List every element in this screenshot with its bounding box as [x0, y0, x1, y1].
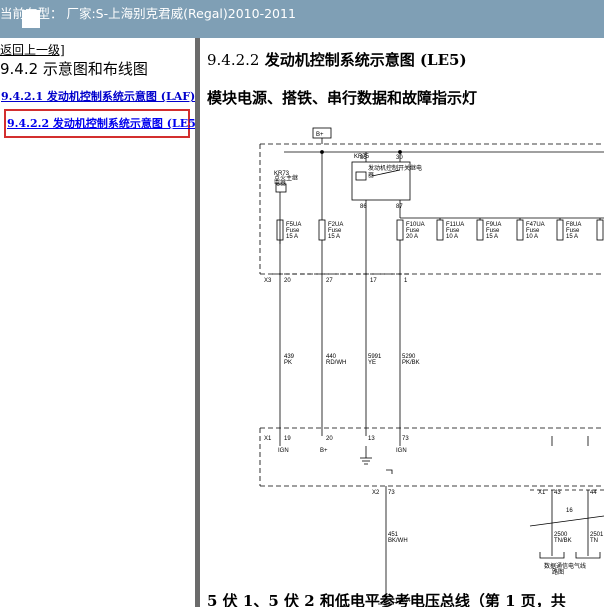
fuse-type: Fuse	[566, 228, 580, 234]
wiring-diagram: B+ KR75 发动机控制开关继电 器 85 30 86 87 KR73 点火主…	[259, 127, 604, 606]
x1-pin: 19	[284, 436, 291, 442]
section-title: 9.4.2 示意图和布线图	[0, 60, 148, 78]
battery-label: B+	[316, 132, 324, 138]
wire-circuit: 439	[284, 354, 295, 360]
fuse-type: Fuse	[286, 228, 300, 234]
wire-circuit: 5991	[368, 354, 382, 360]
fuse-amp: 15 A	[328, 234, 340, 240]
x1-connector-label: X1	[264, 436, 272, 442]
x1-pin: 20	[326, 436, 333, 442]
x2-pin: 73	[388, 490, 395, 496]
nav-link-laf[interactable]: 9.4.2.1 发动机控制系统示意图 (LAF)	[1, 90, 195, 103]
navigation-pane: 返回上一级] 9.4.2 示意图和布线图 9.4.2.1 发动机控制系统示意图 …	[0, 38, 195, 607]
back-link[interactable]: 返回上一级]	[0, 43, 65, 57]
diagram-subtitle: 模块电源、搭铁、串行数据和故障指示灯	[207, 89, 478, 107]
fuse-type: Fuse	[446, 228, 460, 234]
fuse-amp: 20 A	[406, 234, 418, 240]
app-icon	[22, 10, 40, 28]
fuse-name: F11UA	[446, 222, 464, 228]
wire-color: PK/BK	[402, 360, 420, 366]
fuse-type: Fuse	[406, 228, 420, 234]
wire-color: PK	[284, 360, 292, 366]
relay-desc-2: 器	[368, 172, 374, 179]
wire-circuit: 5290	[402, 354, 416, 360]
x1-pin: 73	[402, 436, 409, 442]
fuse-name: F9UA	[486, 222, 501, 228]
fuse-name: F8UA	[566, 222, 581, 228]
fuse-amp: 10 A	[446, 234, 458, 240]
wire-circuit: 440	[326, 354, 337, 360]
fuse-name: F10UA	[406, 222, 425, 228]
relay-pin-86: 86	[360, 204, 367, 210]
fuse-name: F47UA	[526, 222, 545, 228]
ignition-relay-id: KR73	[274, 171, 290, 177]
right-pin: 44	[590, 490, 597, 496]
right-x1-label: X1	[538, 490, 546, 496]
x1-pin-name: IGN	[396, 448, 407, 454]
x3-pin: 20	[284, 278, 291, 284]
bus-wire-circuit: 2500	[554, 532, 568, 538]
right-pin: 43	[554, 490, 561, 496]
relay-id: KR75	[354, 154, 370, 160]
wire-color: RD/WH	[326, 360, 346, 366]
x1-pin-name: IGN	[278, 448, 289, 454]
selected-item-highlight	[4, 109, 190, 138]
ground-wire-circuit: 451	[388, 532, 399, 538]
fuse-type: Fuse	[486, 228, 500, 234]
relay-pin-87: 87	[396, 204, 403, 210]
x3-pin: 1	[404, 278, 408, 284]
x2-connector-label: X2	[372, 490, 380, 496]
ground-label: G104	[396, 598, 411, 604]
fuse-amp: 15 A	[566, 234, 578, 240]
diagram-labels: B+ KR75 发动机控制开关继电 器 85 30 86 87 KR73 点火主…	[264, 132, 604, 604]
window-title-bar: 当前车型： 厂家:S-上海别克君威(Regal)2010-2011	[0, 0, 604, 38]
x1-pin-name: B+	[320, 448, 328, 454]
wire-color: YE	[368, 360, 376, 366]
ignition-relay-desc-1: 点火主继	[274, 174, 298, 182]
relay-pin-30: 30	[396, 155, 403, 161]
footer-caption: 5 伏 1、5 伏 2 和低电平参考电压总线（第 1 页，共	[207, 592, 566, 607]
page-title-text: 发动机控制系统示意图 (LE5)	[264, 51, 467, 69]
fuse-amp: 15 A	[486, 234, 498, 240]
bus-wire-color: TN	[590, 538, 598, 544]
nav-link-le5[interactable]: 9.4.2.2 发动机控制系统示意图 (LE5)	[7, 117, 195, 130]
data-note-1: 数据通信电气线	[544, 562, 586, 570]
bus-wire-circuit: 2501	[590, 532, 604, 538]
fuse-symbols	[276, 219, 604, 241]
fuse-type: Fuse	[328, 228, 342, 234]
ignition-relay-desc-2: 电器	[274, 179, 286, 187]
fuse-amp: 15 A	[286, 234, 298, 240]
current-vehicle-title: 当前车型： 厂家:S-上海别克君威(Regal)2010-2011	[0, 6, 296, 21]
bus-number: 16	[566, 508, 573, 514]
ground-wire-color: BK/WH	[388, 538, 408, 544]
pane-splitter[interactable]	[195, 38, 200, 607]
x3-pin: 27	[326, 278, 333, 284]
control-relay	[351, 161, 411, 201]
data-note-2: 路图	[552, 568, 564, 576]
fuse-type: Fuse	[526, 228, 540, 234]
x3-pin: 17	[370, 278, 377, 284]
fuse-name: F2UA	[328, 222, 343, 228]
relay-desc-1: 发动机控制开关继电	[368, 164, 422, 172]
page-title: 9.4.2.2 发动机控制系统示意图 (LE5)	[207, 49, 467, 70]
x1-pin: 13	[368, 436, 375, 442]
fuse-name: F5UA	[286, 222, 301, 228]
page-title-number: 9.4.2.2	[207, 51, 260, 69]
x3-connector-label: X3	[264, 278, 272, 284]
fuse-amp: 10 A	[526, 234, 538, 240]
content-pane: 9.4.2.2 发动机控制系统示意图 (LE5) 模块电源、搭铁、串行数据和故障…	[200, 38, 604, 607]
bus-wire-color: TN/BK	[554, 538, 572, 544]
relay-pin-85: 85	[360, 155, 367, 161]
